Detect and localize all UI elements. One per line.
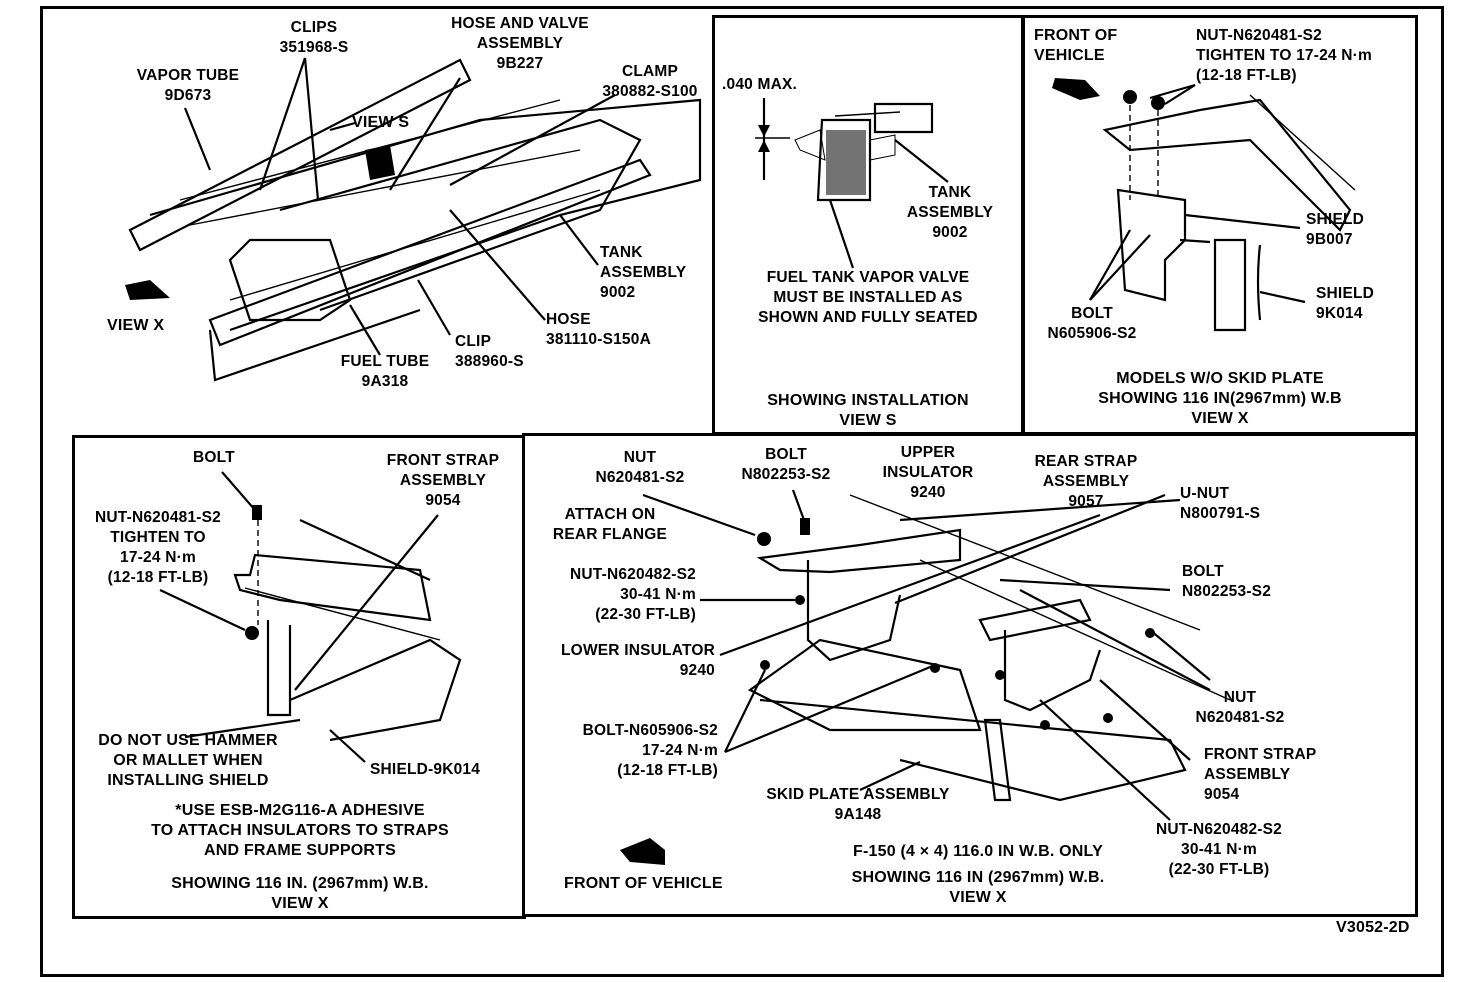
label-view-s: VIEW S xyxy=(352,114,410,131)
label-bolt-top: BOLT N802253-S2 xyxy=(741,446,831,483)
label-front-of-vehicle-b: FRONT OF VEHICLE xyxy=(564,875,723,892)
label-vapor-valve-note: FUEL TANK VAPOR VALVE MUST BE INSTALLED … xyxy=(758,269,978,326)
label-lower-insulator: LOWER INSULATOR 9240 xyxy=(561,642,715,679)
label-shield-9k014-b: SHIELD-9K014 xyxy=(370,761,481,778)
label-shield-9b007: SHIELD 9B007 xyxy=(1306,211,1365,248)
label-bolt-n605906: BOLT N605906-S2 xyxy=(1047,305,1137,342)
label-upper-insulator: UPPER INSULATOR 9240 xyxy=(882,444,974,501)
caption-view-s: SHOWING INSTALLATION VIEW S xyxy=(767,392,969,429)
label-fuel-tube: FUEL TUBE 9A318 xyxy=(340,353,430,390)
label-clamp: CLAMP 380882-S100 xyxy=(602,63,698,100)
label-skid-plate: SKID PLATE ASSEMBLY 9A148 xyxy=(766,786,950,823)
label-bolt: BOLT xyxy=(193,449,235,466)
label-front-of-vehicle: FRONT OF VEHICLE xyxy=(1034,27,1118,64)
caption-view-x-shield: SHOWING 116 IN. (2967mm) W.B. VIEW X xyxy=(171,875,429,912)
label-nut-top: NUT N620481-S2 xyxy=(595,449,685,486)
label-hose-valve-assembly: HOSE AND VALVE ASSEMBLY 9B227 xyxy=(451,15,589,72)
label-view-x: VIEW X xyxy=(107,317,165,334)
label-rear-strap-assembly: REAR STRAP ASSEMBLY 9057 xyxy=(1034,453,1138,510)
label-vapor-tube: VAPOR TUBE 9D673 xyxy=(136,67,240,104)
caption-view-x-skid: SHOWING 116 IN (2967mm) W.B. VIEW X xyxy=(851,869,1105,906)
outer-frame xyxy=(40,6,1444,977)
label-view-s-tank-assembly: TANK ASSEMBLY 9002 xyxy=(906,184,994,241)
label-attach-rear-flange: ATTACH ON REAR FLANGE xyxy=(552,506,668,543)
label-front-strap-assembly: FRONT STRAP ASSEMBLY 9054 xyxy=(386,452,500,509)
label-bolt-n605906: BOLT-N605906-S2 17-24 N·m (12-18 FT-LB) xyxy=(582,722,718,779)
label-adhesive-note: *USE ESB-M2G116-A ADHESIVE TO ATTACH INS… xyxy=(151,802,449,859)
label-front-strap-9054: FRONT STRAP ASSEMBLY 9054 xyxy=(1204,746,1317,803)
label-shield-9k014: SHIELD 9K014 xyxy=(1316,285,1375,322)
label-u-nut: U-NUT N800791-S xyxy=(1180,485,1261,522)
label-model-note: F-150 (4 × 4) 116.0 IN W.B. ONLY xyxy=(853,843,1103,860)
figure-id: V3052-2D xyxy=(1336,919,1410,936)
label-nut-n620481: NUT-N620481-S2 TIGHTEN TO 17-24 N·m (12-… xyxy=(1196,27,1372,84)
caption-view-x-no-skid: MODELS W/O SKID PLATE SHOWING 116 IN(296… xyxy=(1098,370,1342,427)
label-nut-right: NUT N620481-S2 xyxy=(1195,689,1285,726)
label-max-gap: .040 MAX. xyxy=(722,76,798,93)
label-clips: CLIPS 351968-S xyxy=(279,19,349,56)
label-hammer-warning: DO NOT USE HAMMER OR MALLET WHEN INSTALL… xyxy=(98,732,278,789)
label-clip: CLIP 388960-S xyxy=(455,333,524,370)
label-nut-tighten: NUT-N620481-S2 TIGHTEN TO 17-24 N·m (12-… xyxy=(95,509,221,586)
label-nut-n620482-top: NUT-N620482-S2 30-41 N·m (22-30 FT-LB) xyxy=(570,566,696,623)
label-tank-assembly: TANK ASSEMBLY 9002 xyxy=(600,244,687,301)
label-nut-n620482-bottom: NUT-N620482-S2 30-41 N·m (22-30 FT-LB) xyxy=(1156,821,1282,878)
label-bolt-right: BOLT N802253-S2 xyxy=(1182,563,1272,600)
label-hose: HOSE 381110-S150A xyxy=(546,311,651,348)
